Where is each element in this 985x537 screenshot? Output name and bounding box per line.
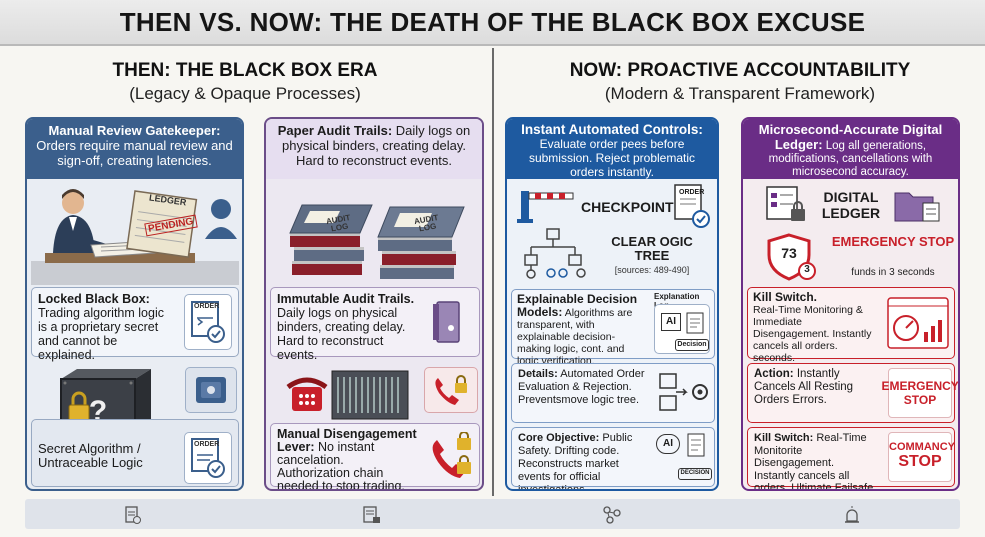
card-manual-disengagement: Manual Disengagement Lever: No instant c… (270, 423, 480, 489)
order-doc-check-icon: ORDER (673, 183, 713, 231)
col1-head-text: Orders require manual review and sign-of… (36, 138, 233, 168)
col2-head: Paper Audit Trails: Daily logs on physic… (266, 119, 482, 179)
decision-box: Decision (675, 339, 709, 351)
order-label: ORDER (194, 441, 220, 448)
checkpoint-gate-icon (515, 183, 575, 223)
column-paper-audit: Paper Audit Trails: Daily logs on physic… (264, 117, 484, 491)
monitor-gauge-icon (886, 296, 950, 350)
card-text: Real-Time Monitorite Disengagement. Inst… (754, 432, 877, 491)
card-immutable-audit: Immutable Audit Trails.Daily logs on phy… (270, 287, 480, 362)
log-doc-icon (687, 433, 705, 457)
funds-text: funds in 3 seconds (851, 267, 935, 278)
column-digital-ledger: Microsecond-Accurate Digital Ledger: Log… (741, 117, 960, 491)
column-automated-controls: Instant Automated Controls: Evaluate ord… (505, 117, 719, 491)
card-text: Secret Algorithm / Untraceable Logic (38, 441, 143, 470)
sources-note: [sources: 489-490] (614, 265, 690, 275)
folder-db-icon (893, 185, 943, 225)
col4-head: Microsecond-Accurate Digital Ledger: Log… (743, 119, 958, 179)
ai-decision-icon: AI Decision (654, 304, 710, 354)
card-title: Explainable Decision Models: (517, 292, 638, 319)
card-title: Immutable Audit Trails. (277, 292, 415, 306)
then-header: THEN: THE BLACK BOX ERA (Legacy & Opaque… (0, 60, 490, 104)
column-manual-review: Manual Review Gatekeeper: Orders require… (25, 117, 244, 491)
reviewer-illustration: LEDGER PENDING (31, 181, 239, 285)
card-secret-algorithm: Secret Algorithm / Untraceable Logic ORD… (31, 419, 239, 487)
card-kill-switch: Kill Switch.Real-Time Monitoring & Immed… (747, 287, 955, 364)
binders-illustration: AUDIT LOG AUDIT LOG (284, 185, 470, 285)
shield-sub: 3 (804, 264, 810, 275)
ai-chip: AI (661, 313, 681, 331)
card-title: Details: (518, 368, 558, 380)
col4-head-title: Microsecond-Accurate Digital Ledger: (758, 122, 943, 152)
page-title: THEN VS. NOW: THE DEATH OF THE BLACK BOX… (119, 6, 866, 37)
card-text: Daily logs on physical binders, creating… (277, 306, 406, 362)
card-title: Kill Switch: (754, 432, 814, 444)
title-bar: THEN VS. NOW: THE DEATH OF THE BLACK BOX… (0, 0, 985, 46)
col2-head-text: Daily logs on physical binders, creating… (281, 123, 471, 168)
ledger-lock-icon (765, 185, 809, 225)
col3-head-text: Evaluate order pees before submission. R… (528, 137, 696, 179)
card-text: Instantly Cancels All Resting Orders Err… (754, 368, 854, 406)
col1-head: Manual Review Gatekeeper: Orders require… (27, 119, 242, 179)
phone-lock-icon-2 (427, 432, 477, 480)
shield-timer-icon: 73 3 (767, 233, 827, 281)
order-label: ORDER (194, 303, 220, 310)
now-header: NOW: PROACTIVE ACCOUNTABILITY (Modern & … (495, 60, 985, 104)
then-subtitle: (Legacy & Opaque Processes) (129, 84, 361, 103)
card-text: Automated Order Evaluation & Rejection. … (518, 368, 645, 406)
now-title: NOW: PROACTIVE ACCOUNTABILITY (569, 60, 911, 81)
card-title: Locked Black Box: (38, 292, 150, 306)
order-label: ORDER (679, 189, 705, 196)
now-subtitle: (Modern & Transparent Framework) (604, 84, 876, 103)
evaluation-flow-icon (658, 372, 712, 416)
ai-chip-2: AI (656, 434, 680, 454)
phone-lock-icon (424, 367, 478, 413)
network-nodes-icon (602, 505, 622, 525)
logic-tree-icon (519, 227, 595, 279)
document-check-icon (123, 505, 143, 525)
safe-icon (185, 367, 237, 413)
card-text: No instant cancelation. Authorization ch… (277, 440, 405, 491)
col4-head-text: Log all generations, modifications, canc… (768, 140, 933, 178)
checkpoint-label: CHECKPOINT (581, 199, 674, 215)
col2-head-title: Paper Audit Trails: (277, 123, 393, 138)
alarm-light-icon (842, 505, 862, 525)
card-details: Details: Automated Order Evaluation & Re… (511, 363, 715, 423)
decision-box-2: DECISION (678, 468, 712, 480)
footer-strip (25, 499, 960, 529)
logic-tree-label: CLEAR OGIC TREE (611, 234, 693, 263)
card-text: Public Safety. Drifting code. Reconstruc… (518, 432, 633, 491)
order-check-icon: ORDER (184, 294, 232, 350)
card-kill-switch-2: Kill Switch: Real-Time Monitorite Diseng… (747, 427, 955, 489)
col3-head-title: Instant Automated Controls: (521, 122, 703, 137)
card-action: Action: Instantly Cancels All Resting Or… (747, 363, 958, 423)
stop-badge-top: COMMANCY (889, 441, 955, 453)
card-title: Core Objective: (518, 432, 600, 444)
shield-number: 73 (781, 245, 797, 261)
card-text: Real-Time Monitoring & Immediate Disenga… (753, 304, 872, 364)
stop-badge-bottom: STOP (898, 453, 942, 470)
card-title: Manual Disengagement Lever: (277, 427, 417, 454)
binder-icon (429, 298, 469, 346)
card-title: Action: (754, 368, 794, 380)
emergency-stop-badge: EMERGENCY STOP (881, 368, 958, 418)
col1-head-title: Manual Review Gatekeeper: (48, 123, 221, 138)
phone-panel-illustration (282, 365, 412, 423)
card-text: Trading algorithm logic is a proprietary… (38, 306, 164, 362)
digital-ledger-label: DIGITAL LEDGER (821, 189, 881, 221)
card-title: Kill Switch. (753, 290, 818, 304)
stop-badge: COMMANCY STOP (888, 432, 955, 482)
col3-head: Instant Automated Controls: Evaluate ord… (507, 119, 717, 179)
card-explainable-models: Explainable Decision Models: Algorithms … (511, 289, 715, 367)
then-now-divider (492, 48, 494, 496)
order-check-icon-2: ORDER (184, 432, 232, 484)
card-locked-black-box: Locked Black Box:Trading algorithm logic… (31, 287, 239, 362)
then-title: THEN: THE BLACK BOX ERA (112, 60, 378, 81)
card-core-objective: Core Objective: Public Safety. Drifting … (511, 427, 715, 489)
emergency-stop-label: EMERGENCY STOP (831, 234, 955, 249)
ledger-lock-footer-icon (362, 505, 382, 525)
